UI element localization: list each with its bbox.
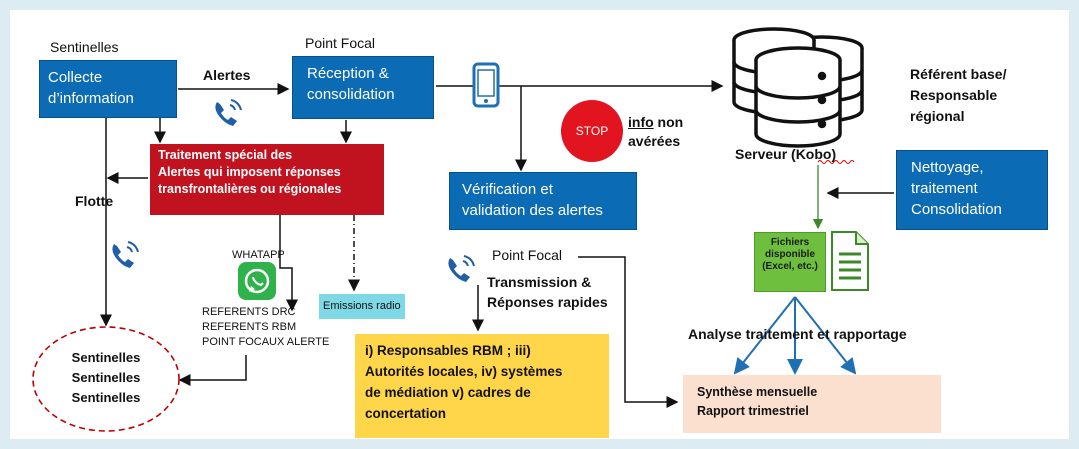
- arrow-referents-sentinelles: [178, 355, 247, 386]
- collecte-box: Collecte d’information: [39, 60, 177, 118]
- transmission-label: Transmission & Réponses rapides: [487, 274, 608, 310]
- reception-box: Réception & consolidation: [292, 56, 434, 119]
- referent-label: Référent base/ Responsable régional: [910, 66, 1007, 124]
- document-icon: [831, 231, 869, 291]
- arrow-analyse-3: [794, 296, 857, 375]
- responsables-box: i) Responsables RBM ; iii) Autorités loc…: [355, 334, 609, 438]
- nettoyage-box: Nettoyage, traitement Consolidation: [896, 150, 1048, 230]
- serveur-label: Serveur (Kobo): [735, 146, 837, 162]
- sentinelles-header: Sentinelles: [50, 39, 119, 55]
- phone-icon: [215, 99, 242, 126]
- arrow-pointfocal-synthese: [578, 256, 679, 408]
- alertes-label: Alertes: [203, 67, 251, 83]
- sentinelles-circle-list: Sentinelles Sentinelles Sentinelles: [71, 350, 141, 405]
- kobo-underline: [817, 160, 855, 164]
- verification-box: Vérification et validation des alertes: [449, 172, 637, 230]
- flotte-label: Flotte: [75, 193, 114, 209]
- smartphone-icon: [472, 62, 500, 108]
- arrow-traitement-referents: [279, 215, 298, 312]
- referents-list: REFERENTS DRC REFERENTS RBM POINT FOCAUX…: [202, 306, 330, 348]
- stop-sign-icon: STOP: [561, 100, 623, 162]
- synthese-box: Synthèse mensuelle Rapport trimestriel: [683, 375, 941, 433]
- fichiers-box: Fichiers disponible (Excel, etc.): [754, 232, 826, 292]
- traitement-box: Traitement spécial des Alertes qui impos…: [150, 144, 384, 215]
- info-non-averees: info non avérées: [628, 114, 684, 149]
- emissions-radio-box: Emissions radio: [319, 294, 405, 319]
- whatapp-label: WHATAPP: [232, 249, 285, 261]
- phone-icon: [448, 255, 475, 282]
- analyse-label: Analyse traitement et rapportage: [688, 326, 907, 342]
- arrow-analyse-1: [733, 296, 796, 375]
- sentinelles-circle: [32, 326, 180, 432]
- point-focal-label: Point Focal: [492, 247, 563, 263]
- point-focal-header: Point Focal: [305, 35, 376, 51]
- whatsapp-icon: [238, 262, 276, 300]
- database-icon: [732, 27, 864, 148]
- phone-icon: [112, 241, 139, 268]
